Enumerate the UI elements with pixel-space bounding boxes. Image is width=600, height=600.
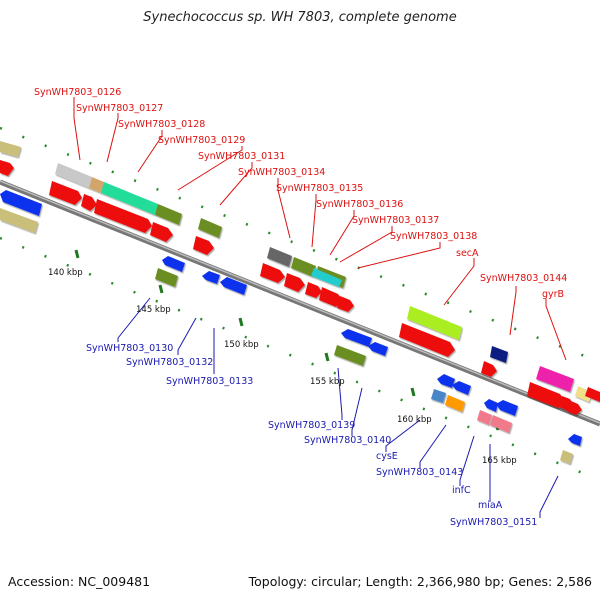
gene-arrow <box>319 287 343 307</box>
kbp-label: 140 kbp <box>48 268 83 278</box>
gene-feature <box>490 415 512 433</box>
gene-feature <box>311 268 342 287</box>
gene-arrow <box>368 342 388 356</box>
gene-arrow <box>150 222 173 242</box>
gene-arrow <box>585 387 600 402</box>
gene-arrow <box>484 399 498 412</box>
gene-label: SynWH7803_0129 <box>158 135 245 146</box>
gene-feature <box>0 141 21 157</box>
genome-backbone <box>0 179 600 427</box>
gene-feature <box>575 386 592 402</box>
reverse-genes <box>0 190 582 464</box>
gene-label: SynWH7803_0134 <box>238 167 325 178</box>
gene-feature <box>0 208 38 233</box>
reverse-leaders <box>117 297 559 518</box>
gene-arrow <box>481 361 497 377</box>
forward-genes <box>0 141 600 415</box>
gene-feature <box>198 218 222 238</box>
gene-feature <box>334 345 366 366</box>
gene-arrow <box>193 236 214 255</box>
gene-label: SynWH7803_0133 <box>166 376 253 387</box>
gene-label: SynWH7803_0139 <box>268 420 355 431</box>
kbp-ticks <box>74 249 500 431</box>
gene-label: SynWH7803_0136 <box>316 199 403 210</box>
gene-label: SynWH7803_0132 <box>126 357 213 368</box>
kbp-label: 150 kbp <box>224 340 259 350</box>
gene-label: secA <box>456 248 479 259</box>
gene-arrow <box>341 329 372 347</box>
gene-arrow <box>337 296 354 312</box>
kbp-labels: 140 kbp 145 kbp 150 kbp 155 kbp 160 kbp … <box>48 268 517 466</box>
gene-arrow <box>496 400 518 416</box>
gene-arrow <box>0 160 14 176</box>
gene-arrow <box>0 190 42 216</box>
accession-text: Accession: NC_009481 <box>8 574 151 589</box>
gene-arrow <box>81 194 97 211</box>
kbp-label: 155 kbp <box>310 377 345 387</box>
kbp-label: 160 kbp <box>397 415 432 425</box>
gene-arrow <box>284 273 305 292</box>
kbp-label: 165 kbp <box>482 456 517 466</box>
gene-label: SynWH7803_0130 <box>86 343 173 354</box>
forward-leaders <box>73 97 567 361</box>
gene-feature <box>445 395 465 412</box>
gene-feature <box>560 450 573 464</box>
gene-arrow <box>437 374 455 388</box>
gene-feature <box>155 204 182 225</box>
topology-text: Topology: circular; Length: 2,366,980 bp… <box>248 574 592 589</box>
gene-arrow <box>202 271 220 284</box>
gene-label: gyrB <box>542 289 564 300</box>
gene-arrow <box>260 263 285 283</box>
gene-feature <box>490 346 508 363</box>
reverse-gene-labels: SynWH7803_0130 SynWH7803_0132 SynWH7803_… <box>86 343 537 528</box>
gene-feature <box>155 268 178 287</box>
gene-feature <box>291 257 316 277</box>
gene-feature <box>267 247 292 267</box>
gene-arrow <box>305 282 322 298</box>
gene-arrow <box>162 256 185 272</box>
gene-label: SynWH7803_0126 <box>34 87 121 98</box>
gene-label: SynWH7803_0131 <box>198 151 285 162</box>
gene-label: SynWH7803_0135 <box>276 183 363 194</box>
gene-label: SynWH7803_0128 <box>118 119 205 130</box>
gene-label: cysE <box>376 451 398 462</box>
gene-feature <box>101 182 158 215</box>
gene-arrow <box>49 181 82 205</box>
gene-label: SynWH7803_0143 <box>376 467 463 478</box>
gene-feature <box>55 163 92 188</box>
gene-feature <box>89 177 104 193</box>
gene-arrow <box>527 382 565 408</box>
gene-label: SynWH7803_0138 <box>390 231 477 242</box>
gene-label: SynWH7803_0137 <box>352 215 439 226</box>
gene-label: miaA <box>478 500 503 511</box>
gene-arrow <box>94 199 152 233</box>
forward-gene-labels: SynWH7803_0126 SynWH7803_0127 SynWH7803_… <box>34 87 567 300</box>
gene-feature <box>407 306 462 340</box>
gene-label: SynWH7803_0127 <box>76 103 163 114</box>
gene-label: SynWH7803_0140 <box>304 435 391 446</box>
kbp-label: 145 kbp <box>136 305 171 315</box>
gene-arrow <box>568 434 582 446</box>
gene-feature <box>431 389 446 403</box>
gene-feature <box>477 410 492 425</box>
gene-feature <box>536 366 574 392</box>
map-title: Synechococcus sp. WH 7803, complete geno… <box>143 10 457 25</box>
gene-arrow <box>452 381 471 395</box>
gene-label: SynWH7803_0151 <box>450 517 537 528</box>
gene-arrow <box>220 277 247 295</box>
gene-label: infC <box>452 485 471 496</box>
gene-arrow <box>399 323 455 357</box>
gene-label: SynWH7803_0144 <box>480 273 567 284</box>
gene-arrow <box>568 401 582 415</box>
